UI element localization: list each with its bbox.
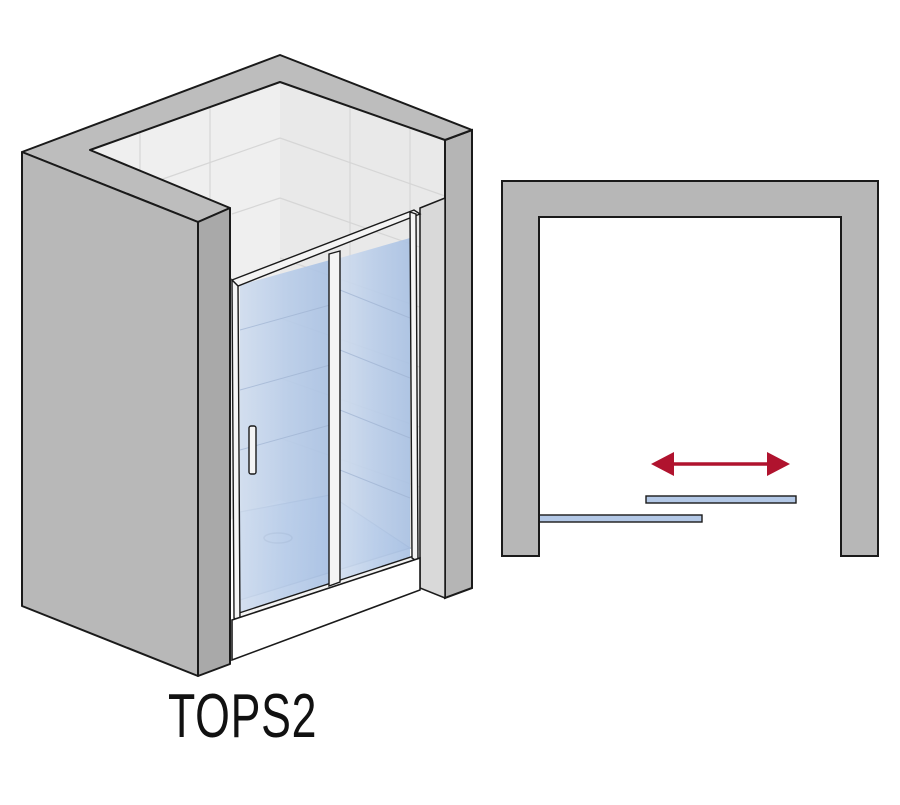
right-wall <box>419 128 473 600</box>
sliding-panel <box>645 495 797 504</box>
model-name-label: TOPS2 <box>168 682 318 751</box>
double-arrow-icon <box>651 452 790 476</box>
shower-enclosure-top-view <box>501 180 879 557</box>
sliding-glass-panels <box>239 238 411 612</box>
door-handle-icon <box>248 425 257 475</box>
floor-strip <box>231 556 421 662</box>
plan-walls <box>501 180 879 557</box>
shower-enclosure-3d-view <box>21 54 473 677</box>
left-wall <box>21 151 231 677</box>
fixed-panel <box>538 514 703 523</box>
